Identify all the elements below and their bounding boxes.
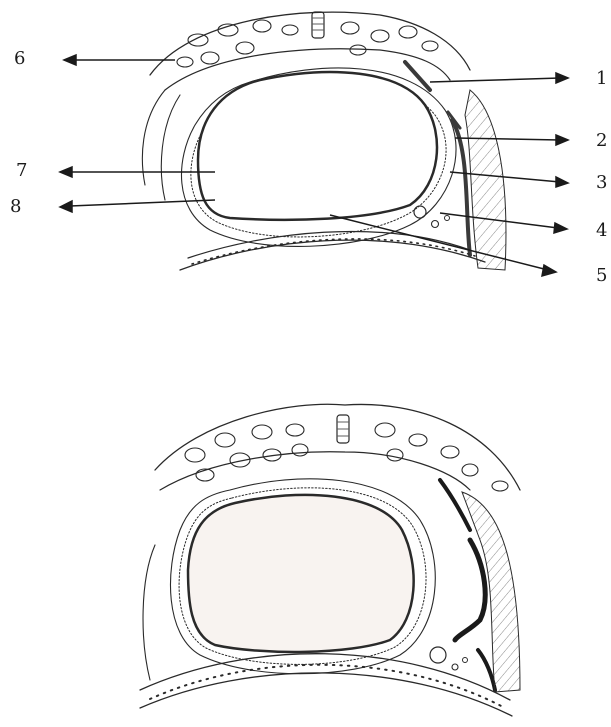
dark-band-2	[452, 120, 470, 255]
label-2: 2	[596, 130, 607, 151]
small-circle-a	[414, 206, 426, 218]
top-diagram	[142, 12, 506, 270]
label-6: 6	[14, 48, 25, 69]
label-4: 4	[596, 220, 607, 241]
label-1: 1	[596, 68, 607, 89]
suture-top	[312, 12, 324, 38]
bone-cells-top	[177, 20, 438, 67]
label-7: 7	[16, 160, 27, 181]
main-body	[198, 72, 437, 220]
bottom-diagram	[140, 404, 520, 716]
small-circle-b	[432, 221, 439, 228]
label-8: 8	[10, 196, 21, 217]
label-3: 3	[596, 172, 607, 193]
outer-arc	[150, 12, 470, 75]
hatched-region-top	[465, 90, 506, 270]
small-circle-c	[445, 216, 450, 221]
label-5: 5	[596, 265, 607, 286]
